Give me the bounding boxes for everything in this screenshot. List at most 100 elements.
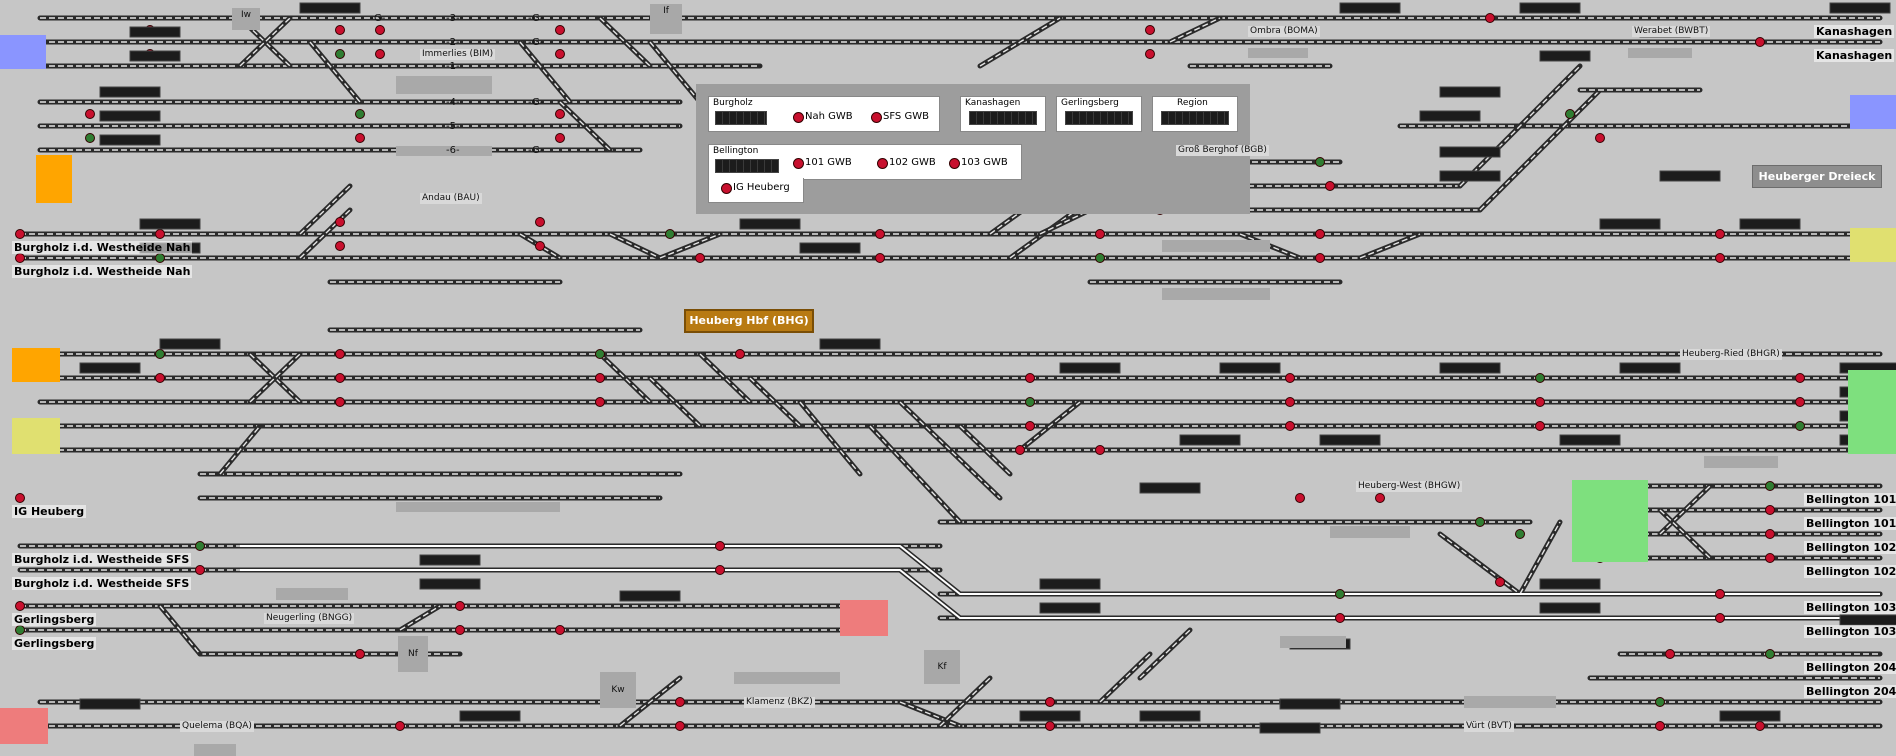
block-indicator[interactable] [1659, 170, 1721, 182]
track-rail[interactable] [699, 353, 751, 403]
signal-light[interactable] [15, 253, 25, 263]
block-indicator[interactable] [1419, 110, 1481, 122]
block-indicator[interactable] [1619, 362, 1681, 374]
signal-light[interactable] [1485, 13, 1495, 23]
signal-light[interactable] [555, 625, 565, 635]
signal-light[interactable] [1095, 229, 1105, 239]
exit-marker-east-top[interactable] [1850, 95, 1896, 129]
route-highlight[interactable] [240, 569, 1880, 619]
track-rail[interactable] [959, 425, 1011, 475]
panel-box-gerlingsberg[interactable]: Gerlingsberg [1056, 96, 1142, 132]
signal-light[interactable] [715, 565, 725, 575]
signal-light[interactable] [1315, 253, 1325, 263]
block-indicator[interactable] [1039, 578, 1101, 590]
signal-light[interactable] [395, 721, 405, 731]
terminal-bellington-102[interactable]: Bellington 102 [1804, 565, 1896, 578]
signal-light[interactable] [335, 217, 345, 227]
track-rail[interactable] [1459, 65, 1581, 187]
signal-light[interactable] [1795, 373, 1805, 383]
signal-light[interactable] [1325, 181, 1335, 191]
block-indicator[interactable] [819, 338, 881, 350]
exit-marker-green-bellington[interactable] [1572, 480, 1648, 562]
signal-light[interactable] [595, 349, 605, 359]
signal-light[interactable] [875, 229, 885, 239]
track-rail[interactable] [399, 605, 441, 631]
exit-marker-green-east[interactable] [1848, 370, 1896, 454]
track-rail[interactable] [1039, 209, 1091, 235]
signal-light[interactable] [1015, 445, 1025, 455]
signal-light[interactable] [1535, 373, 1545, 383]
square-if[interactable]: If [650, 4, 682, 34]
panel-box-region[interactable]: Region [1152, 96, 1238, 132]
track-rail[interactable] [939, 677, 991, 727]
track-rail[interactable] [1239, 233, 1301, 259]
terminal-gerlingsberg[interactable]: Gerlingsberg [12, 637, 97, 650]
exit-marker-yellow-east[interactable] [1850, 228, 1896, 262]
block-indicator[interactable] [459, 710, 521, 722]
signal-light[interactable] [335, 49, 345, 59]
signal-light[interactable] [1565, 109, 1575, 119]
signal-light[interactable] [1595, 133, 1605, 143]
block-indicator[interactable] [739, 218, 801, 230]
block-indicator[interactable] [619, 590, 681, 602]
block-indicator[interactable] [1279, 698, 1341, 710]
signal-light[interactable] [1795, 397, 1805, 407]
block-indicator[interactable] [1259, 722, 1321, 734]
square-kw[interactable]: Kw [600, 672, 636, 708]
block-indicator[interactable] [1439, 146, 1501, 158]
block-indicator[interactable] [1829, 2, 1891, 14]
signal-light[interactable] [1145, 49, 1155, 59]
signal-light[interactable] [1285, 421, 1295, 431]
track-rail[interactable] [1439, 533, 1521, 595]
block-indicator[interactable] [1139, 710, 1201, 722]
track-rail[interactable] [979, 17, 1061, 67]
terminal-bellington-103[interactable]: Bellington 103 [1804, 625, 1896, 638]
block-indicator[interactable] [419, 578, 481, 590]
block-indicator[interactable] [1439, 362, 1501, 374]
signal-light[interactable] [555, 109, 565, 119]
square-nf[interactable]: Nf [398, 636, 428, 672]
signal-light[interactable] [355, 133, 365, 143]
track-rail[interactable] [749, 377, 801, 427]
signal-light[interactable] [1315, 229, 1325, 239]
block-indicator[interactable] [1179, 434, 1241, 446]
block-indicator[interactable] [1539, 578, 1601, 590]
signal-light[interactable] [1765, 529, 1775, 539]
block-indicator[interactable] [99, 110, 161, 122]
heuberg-hbf-label[interactable]: Heuberg Hbf (BHG) [684, 309, 814, 333]
signal-light[interactable] [735, 349, 745, 359]
signal-light[interactable] [1475, 517, 1485, 527]
block-indicator[interactable] [1039, 602, 1101, 614]
terminal-burgholz-sfs[interactable]: Burgholz i.d. Westheide SFS [12, 577, 192, 590]
exit-marker-orange-2[interactable] [12, 348, 60, 382]
block-indicator[interactable] [1019, 710, 1081, 722]
signal-light[interactable] [375, 25, 385, 35]
signal-light[interactable] [1095, 445, 1105, 455]
signal-light[interactable] [1315, 157, 1325, 167]
signal-light[interactable] [715, 541, 725, 551]
terminal-kanashagen[interactable]: Kanashagen [1814, 49, 1895, 62]
terminal-burgholz-nah[interactable]: Burgholz i.d. Westheide Nah [12, 241, 193, 254]
signal-light[interactable] [665, 229, 675, 239]
track-rail[interactable] [799, 401, 861, 475]
signal-light[interactable] [15, 229, 25, 239]
track-rail[interactable] [1139, 629, 1191, 679]
track-rail[interactable] [599, 353, 651, 403]
signal-light[interactable] [355, 109, 365, 119]
ig-heuberg-button[interactable]: IG Heuberg [721, 182, 790, 194]
block-indicator[interactable] [1319, 434, 1381, 446]
exit-marker-yellow-west[interactable] [12, 418, 60, 454]
signal-light[interactable] [155, 253, 165, 263]
square-kf[interactable]: Kf [924, 650, 960, 684]
signal-light[interactable] [1795, 421, 1805, 431]
signal-light[interactable] [555, 25, 565, 35]
signal-light[interactable] [335, 373, 345, 383]
signal-light[interactable] [1335, 613, 1345, 623]
block-indicator[interactable] [1059, 362, 1121, 374]
block-indicator[interactable] [1139, 482, 1201, 494]
heuberger-dreieck-button[interactable]: Heuberger Dreieck [1752, 165, 1882, 188]
signal-light[interactable] [1295, 493, 1305, 503]
block-indicator[interactable] [79, 362, 141, 374]
track-rail[interactable] [1099, 653, 1151, 703]
